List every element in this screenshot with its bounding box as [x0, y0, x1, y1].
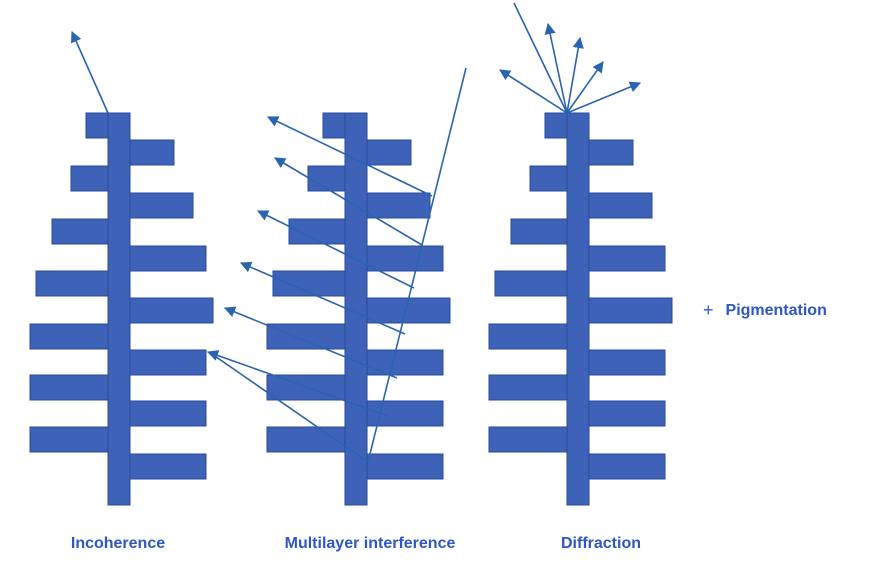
- scale-branch-right: [364, 192, 431, 219]
- diffraction-rays: [499, 2, 642, 114]
- diffracted-ray: [566, 36, 584, 114]
- scale-trunk: [566, 112, 590, 506]
- scale-branch-left: [322, 112, 348, 139]
- scale-branch-left: [494, 270, 570, 297]
- multilayer-interference-label: Multilayer interference: [284, 535, 456, 552]
- scale-branch-right: [127, 297, 214, 324]
- scale-branch-left: [488, 374, 570, 401]
- scale-branch-right: [364, 453, 444, 480]
- reflected-ray: [256, 210, 415, 289]
- scale-branch-right: [127, 139, 175, 166]
- reflected-ray: [239, 261, 406, 335]
- diffracted-ray: [566, 61, 604, 114]
- multilayer-rays: [206, 67, 467, 463]
- incoherence-label: Incoherence: [70, 535, 166, 552]
- incoherence-rays: [70, 30, 369, 463]
- pigmentation-note: + Pigmentation: [703, 300, 827, 321]
- reflected-ray: [274, 157, 423, 246]
- diffraction-label: Diffraction: [561, 535, 641, 552]
- incident-ray-segment: [208, 351, 369, 463]
- scale-branch-left: [544, 112, 570, 139]
- scale-branch-left: [29, 323, 111, 350]
- reflected-ray: [206, 350, 389, 417]
- scale-branch-right: [127, 400, 207, 427]
- scale-branch-right: [586, 453, 666, 480]
- scale-branch-right: [127, 349, 207, 376]
- scale-branch-left: [266, 323, 348, 350]
- scale-branch-left: [272, 270, 348, 297]
- scale-branch-right: [364, 349, 444, 376]
- scale-branch-left: [488, 323, 570, 350]
- scale-branch-left: [529, 165, 570, 192]
- scale-branch-right: [364, 245, 444, 272]
- scale-branch-left: [70, 165, 111, 192]
- scale-branch-left: [85, 112, 111, 139]
- scale-branch-right: [586, 400, 666, 427]
- scattered-ray: [70, 30, 109, 114]
- scale-branch-left: [488, 426, 570, 453]
- incident-ray: [367, 67, 467, 463]
- multilayer-scale-structure: [266, 112, 451, 506]
- scale-branch-right: [364, 400, 444, 427]
- scale-branch-left: [51, 218, 111, 245]
- reflected-ray: [223, 306, 398, 379]
- scale-branch-left: [266, 426, 348, 453]
- scale-branch-left: [35, 270, 111, 297]
- scale-branch-left: [307, 165, 348, 192]
- scale-branch-right: [364, 139, 412, 166]
- pigmentation-label: Pigmentation: [725, 301, 827, 319]
- scale-branch-right: [127, 453, 207, 480]
- scale-branch-left: [29, 426, 111, 453]
- scale-branch-left: [510, 218, 570, 245]
- scale-branch-right: [127, 192, 194, 219]
- diffracted-ray: [499, 69, 568, 114]
- scale-branch-right: [586, 139, 634, 166]
- plus-sign: +: [703, 300, 714, 320]
- reflected-ray: [266, 116, 433, 197]
- scale-branch-right: [586, 192, 653, 219]
- scale-branch-right: [586, 245, 666, 272]
- diffracted-ray: [513, 2, 568, 114]
- scale-branch-right: [127, 245, 207, 272]
- diffracted-ray: [566, 81, 642, 114]
- diffraction-scale-structure: [488, 112, 673, 506]
- incoherence-scale-structure: [29, 112, 214, 506]
- diffracted-ray: [544, 22, 568, 114]
- scale-branch-right: [586, 349, 666, 376]
- scale-branch-right: [586, 297, 673, 324]
- scale-trunk: [107, 112, 131, 506]
- scale-branch-left: [29, 374, 111, 401]
